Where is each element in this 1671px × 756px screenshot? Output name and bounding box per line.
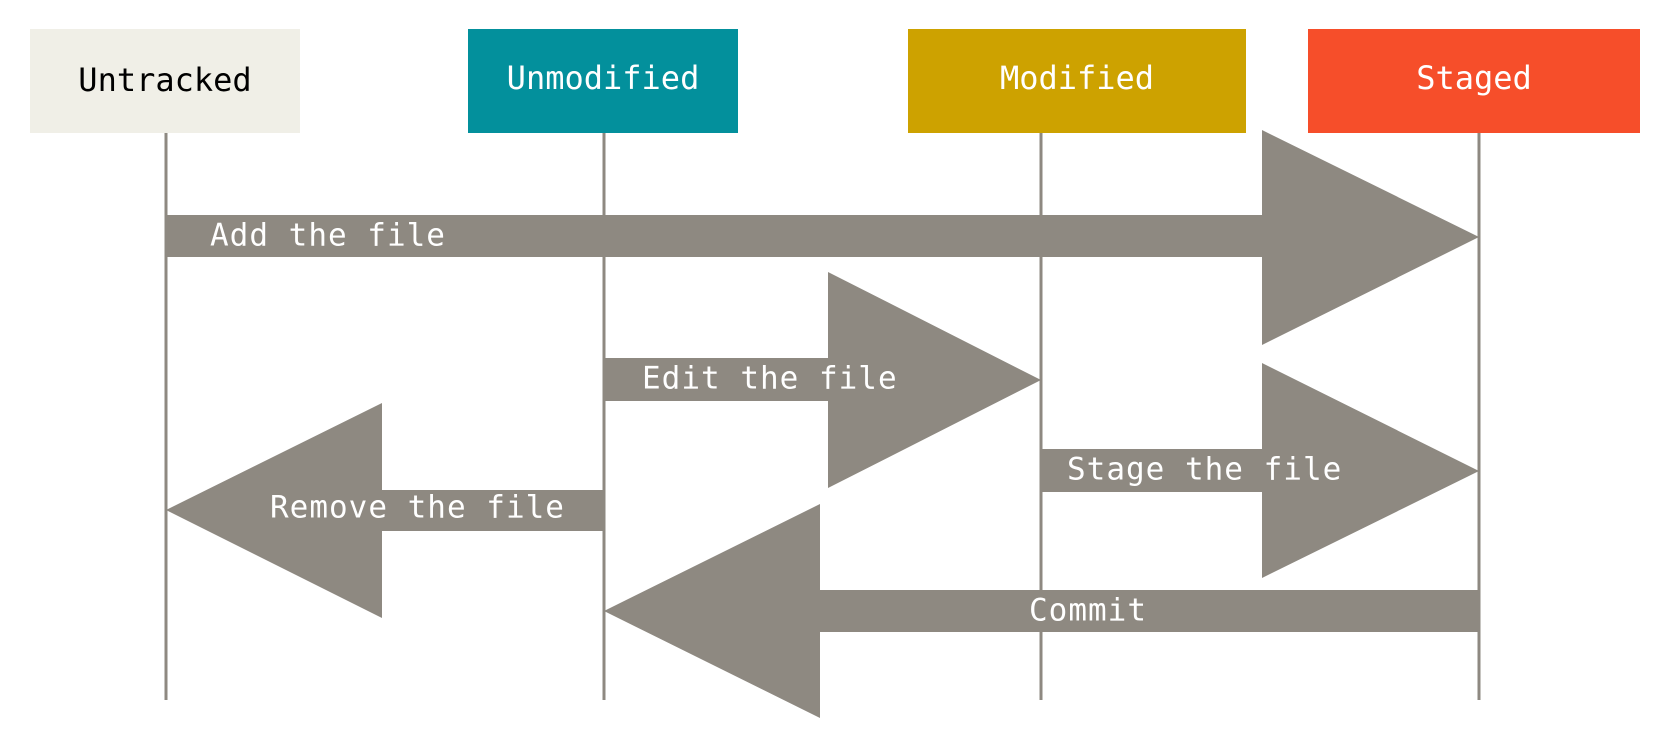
state-staged-box	[1308, 29, 1640, 133]
state-unmodified: Unmodified	[468, 29, 738, 133]
arrow-add-shape	[166, 130, 1479, 345]
arrow-edit-label: Edit the file	[642, 361, 898, 397]
state-untracked-label: Untracked	[78, 61, 251, 99]
arrow-stage-shape	[1041, 363, 1479, 578]
arrow-remove-shape	[166, 403, 604, 618]
state-modified: Modified	[908, 29, 1246, 133]
arrow-remove-the-file: Remove the file	[166, 403, 604, 618]
arrow-edit-shape	[604, 272, 1041, 488]
arrow-stage-the-file: Stage the file	[1041, 363, 1479, 578]
arrow-commit-label: Commit	[1029, 593, 1147, 629]
state-staged-label: Staged	[1416, 59, 1532, 97]
arrow-edit-the-file: Edit the file	[604, 272, 1041, 488]
arrow-commit: Commit	[604, 504, 1479, 718]
state-unmodified-box	[468, 29, 738, 133]
arrow-stage-label: Stage the file	[1067, 452, 1342, 488]
state-unmodified-label: Unmodified	[507, 59, 700, 97]
state-modified-box	[908, 29, 1246, 133]
state-modified-label: Modified	[1000, 59, 1154, 97]
arrow-add-the-file: Add the file	[166, 130, 1479, 345]
arrow-remove-label: Remove the file	[270, 490, 565, 526]
state-untracked-box	[30, 29, 300, 133]
state-staged: Staged	[1308, 29, 1640, 133]
state-untracked: Untracked	[30, 29, 300, 133]
arrow-commit-shape	[604, 504, 1479, 718]
arrow-add-label: Add the file	[210, 218, 446, 254]
